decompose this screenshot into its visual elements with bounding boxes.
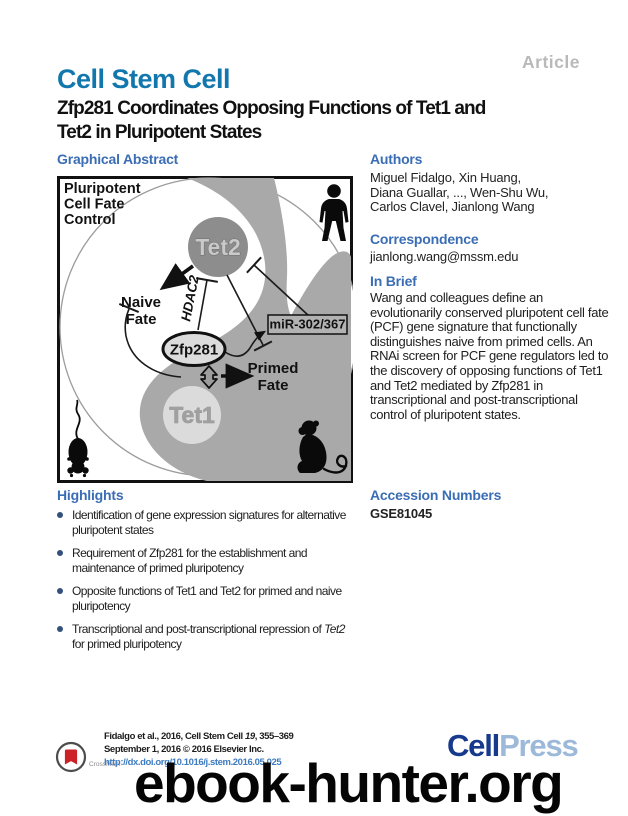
tet2-to-naive-arrow (159, 263, 195, 291)
citation-block: Fidalgo et al., 2016, Cell Stem Cell 19,… (104, 730, 294, 769)
paper-title-line-2: Tet2 in Pluripotent States (57, 121, 262, 143)
mir-box (267, 314, 348, 335)
cellpress-logo-press: Press (499, 728, 579, 763)
mouse-silhouette-icon (67, 399, 89, 478)
human-silhouette-icon (319, 184, 349, 241)
monkey-silhouette-icon (297, 420, 348, 474)
crossmark-label: CrossMark (89, 760, 121, 768)
correspondence-heading: Correspondence (370, 231, 479, 247)
zfp281-tet1-double-arrow (200, 365, 218, 389)
highlights-list: Identification of gene expression signat… (57, 508, 367, 660)
doi-link[interactable]: http://dx.doi.org/10.1016/j.stem.2016.05… (104, 757, 282, 768)
mir-label: miR-302/367 (270, 317, 346, 332)
correspondence-email[interactable]: jianlong.wang@mssm.edu (370, 249, 519, 264)
hdac2-inhibition-line (196, 277, 218, 331)
highlights-heading: Highlights (57, 487, 124, 503)
bullet-icon (57, 588, 63, 594)
zfp281-to-mir-arrow (224, 330, 267, 357)
in-brief-text: Wang and colleagues define an evolutiona… (370, 290, 609, 422)
graphical-abstract-heading: Graphical Abstract (57, 151, 179, 167)
highlight-item: Identification of gene expression signat… (57, 508, 367, 538)
crossmark-icon (55, 741, 87, 773)
authors-heading: Authors (370, 151, 423, 167)
bullet-icon (57, 550, 63, 556)
accession-heading: Accession Numbers (370, 487, 502, 503)
caption-line-1: Pluripotent (64, 181, 141, 197)
authors-line: Diana Guallar, ..., Wen-Shu Wu, (370, 184, 549, 200)
bullet-icon (57, 512, 63, 518)
journal-logo: Cell Stem Cell (57, 64, 231, 94)
ebook-hunter-watermark: ebook-hunter.org (134, 752, 564, 814)
in-brief-heading: In Brief (370, 273, 417, 289)
tet2-label: Tet2 (195, 234, 241, 260)
tet2-node (188, 217, 248, 277)
bullet-icon (57, 626, 63, 632)
cellpress-logo-cell: Cell (447, 728, 500, 763)
zfp281-inhibits-naive-line (118, 302, 182, 378)
authors-line: Carlos Clavel, Jianlong Wang (370, 199, 535, 214)
zfp281-node (161, 331, 227, 367)
crossmark-badge[interactable]: CrossMark (55, 741, 120, 773)
article-type-label: Article (522, 52, 580, 72)
caption-line-3: Control (64, 212, 116, 228)
mir-inhibits-tet2-line (246, 256, 310, 317)
authors-line: Miguel Fidalgo, Xin Huang, (370, 170, 521, 185)
accession-number: GSE81045 (370, 506, 433, 521)
tet1-node (163, 386, 221, 444)
paper-title-line-1: Zfp281 Coordinates Opposing Functions of… (57, 98, 486, 119)
cellpress-logo: CellPress (447, 728, 579, 764)
tet1-label: Tet1 (169, 402, 215, 428)
highlight-item: Opposite functions of Tet1 and Tet2 for … (57, 584, 367, 614)
paper-title: Zfp281 Coordinates Opposing Functions of… (57, 97, 486, 144)
citation-line: Fidalgo et al., 2016, Cell Stem Cell 19,… (104, 731, 294, 742)
zfp281-label: Zfp281 (170, 342, 218, 359)
authors-list: Miguel Fidalgo, Xin Huang, Diana Guallar… (370, 170, 549, 215)
highlight-item: Requirement of Zfp281 for the establishm… (57, 546, 367, 576)
highlight-item: Transcriptional and post-transcriptional… (57, 622, 367, 652)
caption-line-2: Cell Fate (64, 197, 124, 213)
copyright-line: September 1, 2016 © 2016 Elsevier Inc. (104, 744, 264, 755)
